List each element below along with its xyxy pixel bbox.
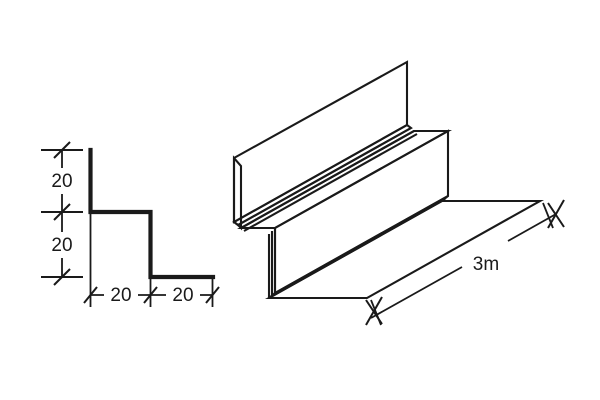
horizontal-dimension-group: 20 20 — [83, 152, 220, 308]
upper-fold-line-a — [237, 127, 412, 226]
length-dimension-group: 3m — [365, 199, 565, 326]
left-end-cap-upper — [232, 155, 243, 231]
upper-flange-face — [232, 60, 409, 224]
vertical-dim-tick-mid-slash — [53, 203, 71, 221]
horizontal-dim-left-label: 20 — [110, 285, 131, 306]
isometric-view — [232, 60, 545, 300]
upper-flange-thickness-edge — [232, 123, 413, 227]
horizontal-dim-tick-mid-slash — [143, 286, 158, 304]
middle-web-thin-a — [243, 133, 418, 232]
vertical-dim-upper-label-mask — [45, 168, 79, 194]
cross-section-view: 20 20 20 20 — [41, 141, 220, 308]
length-label: 3m — [473, 254, 499, 275]
lower-flange-face — [264, 199, 545, 300]
z-profile-outline — [88, 147, 216, 280]
vertical-dim-upper-label: 20 — [51, 171, 72, 192]
horizontal-dim-tick-left-slash — [83, 286, 98, 304]
vertical-dim-tick-top-slash — [53, 141, 71, 159]
vertical-dim-lower-label-mask — [45, 232, 79, 258]
horizontal-dim-right-label: 20 — [172, 285, 193, 306]
horizontal-dim-left-label-mask — [104, 283, 138, 308]
lower-right-end-cap — [441, 195, 449, 202]
vertical-dim-tick-bottom-slash — [53, 268, 71, 286]
length-dimension-line-segment-left — [370, 266, 463, 319]
length-dimension-line-segment-right — [507, 213, 557, 242]
length-dim-tick-right-slash-b — [547, 202, 565, 228]
length-dim-tick-left-slash-b — [365, 299, 383, 325]
lower-left-end-cap — [268, 292, 276, 299]
length-label-mask — [463, 250, 511, 276]
lower-fold-line — [274, 195, 449, 294]
horizontal-dim-right-label-mask — [166, 283, 200, 308]
horizontal-dim-tick-right-slash — [205, 286, 220, 304]
vertical-dimension-group: 20 20 — [41, 141, 83, 286]
vertical-dim-lower-label: 20 — [51, 235, 72, 256]
